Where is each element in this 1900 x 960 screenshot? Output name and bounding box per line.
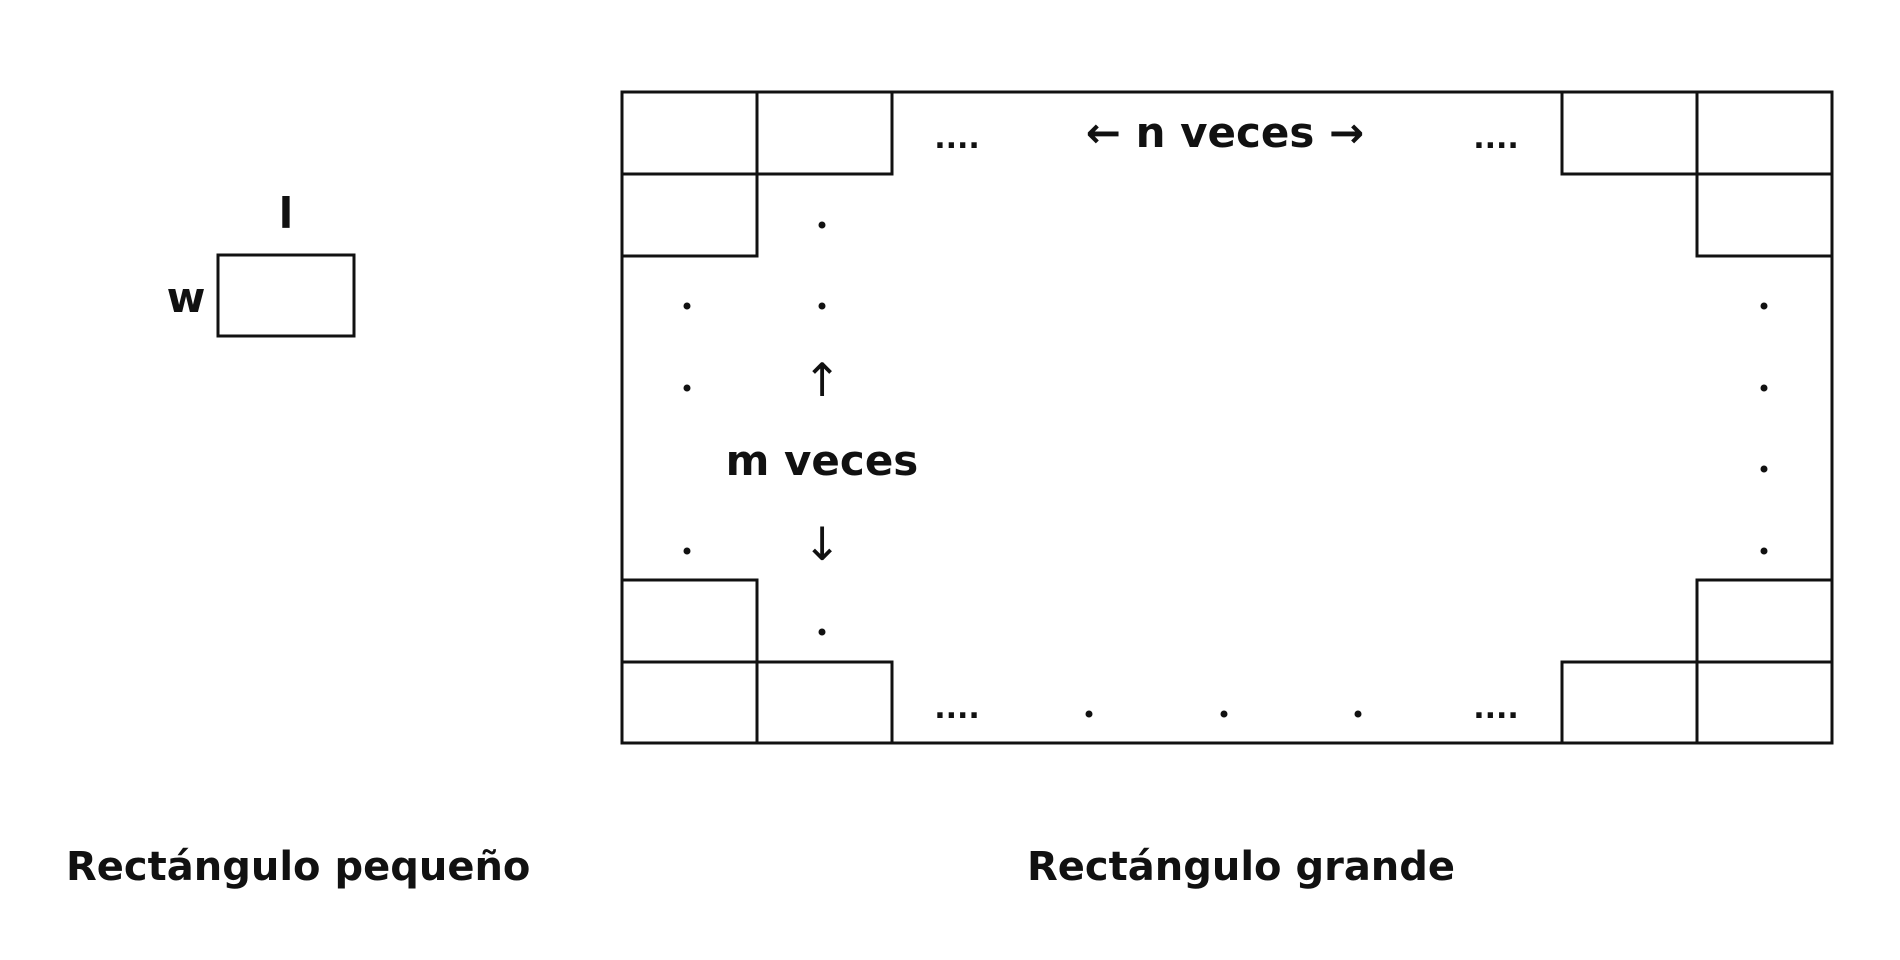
width-label: w — [167, 273, 206, 322]
m-times-label: m veces — [726, 436, 919, 485]
cell-right-2 — [1695, 172, 1834, 258]
right-dot-1 — [1760, 302, 1768, 310]
bottom-dot-3 — [1354, 710, 1362, 718]
col2-dot-3 — [818, 628, 826, 636]
cell-bottom-2 — [755, 660, 894, 745]
left-dot-1 — [683, 302, 691, 310]
bottom-dot-1 — [1085, 710, 1093, 718]
small-rectangle-group: l w — [167, 189, 356, 338]
small-rectangle-caption: Rectángulo pequeño — [66, 844, 530, 890]
right-dot-4 — [1760, 547, 1768, 555]
cell-bottom-1 — [620, 660, 759, 745]
cell-top-3 — [1560, 90, 1699, 176]
cell-bottom-4 — [1695, 660, 1834, 745]
top-ellipsis-left: .... — [934, 121, 980, 156]
bottom-dot-2 — [1220, 710, 1228, 718]
cell-bottom-3 — [1560, 660, 1699, 745]
right-dot-2 — [1760, 384, 1768, 392]
cell-left-2 — [620, 172, 759, 258]
right-dot-3 — [1760, 465, 1768, 473]
n-times-label: ← n veces → — [1086, 108, 1364, 157]
cell-top-1 — [620, 90, 759, 176]
bottom-ellipsis-left: .... — [934, 691, 980, 726]
top-ellipsis-right: .... — [1473, 121, 1519, 156]
cell-right-bottom-2 — [1695, 578, 1834, 664]
large-rectangle-outline — [620, 90, 1834, 745]
arrow-down: ↓ — [803, 517, 842, 571]
col2-dot-1 — [818, 221, 826, 229]
cell-left-bottom-2 — [620, 578, 759, 664]
small-rectangle — [216, 253, 356, 338]
length-label: l — [279, 189, 293, 238]
large-rectangle-caption: Rectángulo grande — [1027, 844, 1455, 890]
arrow-up: ↑ — [803, 353, 842, 407]
left-dot-2 — [683, 384, 691, 392]
col2-dot-2 — [818, 302, 826, 310]
large-rectangle-group: .... ← n veces → .... .... .... ↑ m vece… — [620, 90, 1834, 745]
cell-top-2 — [755, 90, 894, 176]
left-dot-3 — [683, 547, 691, 555]
cell-top-4 — [1695, 90, 1834, 176]
bottom-ellipsis-right: .... — [1473, 691, 1519, 726]
